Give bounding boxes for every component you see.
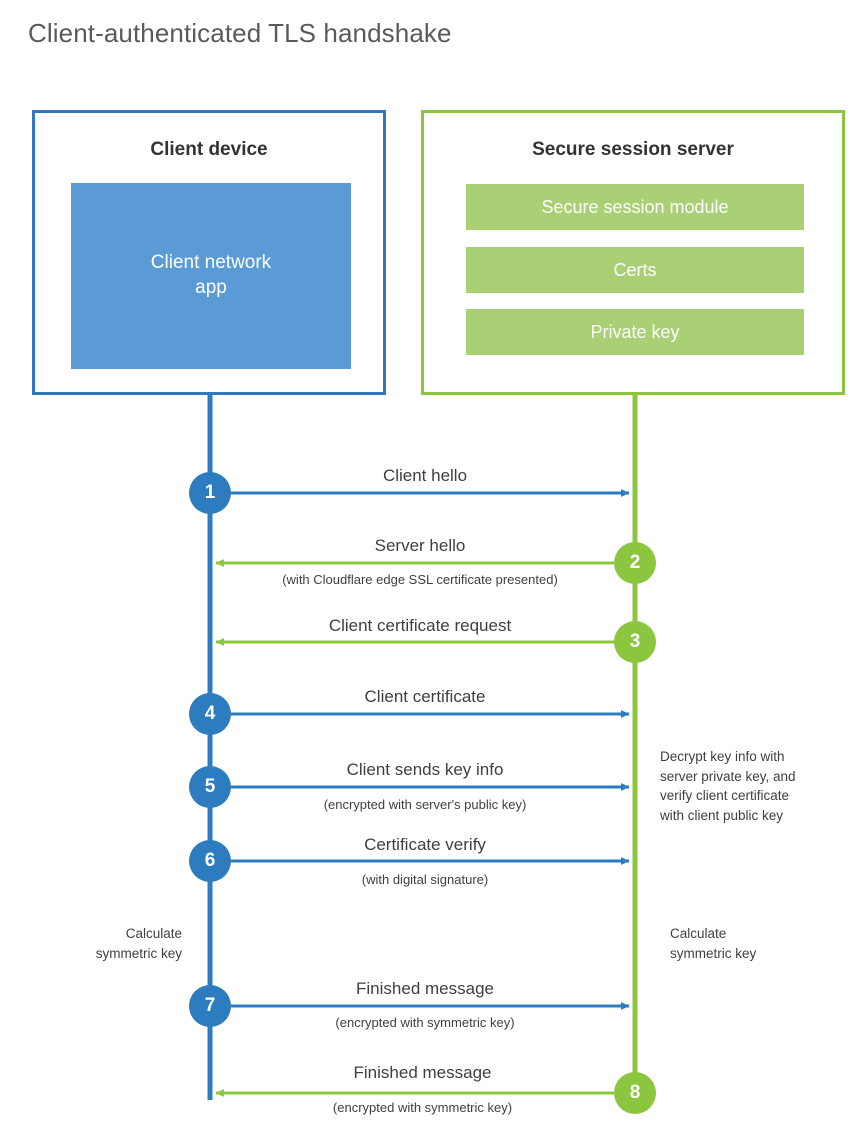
client-calculate-symmetric-key-note: Calculate symmetric key [10, 924, 182, 963]
client-device-box: Client device Client network app [32, 110, 386, 395]
server-bar-private-key: Private key [466, 309, 804, 355]
client-app-label-line2: app [195, 277, 227, 298]
step-circle-5: 5 [189, 766, 231, 808]
server-decrypt-note-line3: verify client certificate [660, 788, 790, 804]
server-decrypt-note-line2: server private key, and [660, 768, 796, 784]
step-circle-4: 4 [189, 693, 231, 735]
server-bar-certs: Certs [466, 247, 804, 293]
step-circle-2: 2 [614, 542, 656, 584]
step-4-label: Client certificate [364, 687, 486, 706]
step-8-label: Finished message [353, 1063, 492, 1082]
client-calc-note-line2: symmetric key [95, 945, 182, 961]
server-decrypt-note: Decrypt key info with server private key… [660, 747, 850, 825]
step-7-label: Finished message [356, 979, 494, 998]
server-calc-note-line1: Calculate [670, 926, 727, 941]
step-7-sublabel: (encrypted with symmetric key) [335, 1015, 515, 1030]
step-2-sublabel: (with Cloudflare edge SSL certificate pr… [282, 572, 558, 587]
step-circle-1: 1 [189, 472, 231, 514]
step-circle-7: 7 [189, 985, 231, 1027]
secure-session-server-title: Secure session server [532, 139, 734, 160]
server-calc-note-line2: symmetric key [670, 945, 757, 961]
step-1-label: Client hello [382, 466, 468, 485]
step-3-label: Client certificate request [328, 616, 512, 635]
server-decrypt-note-line4: with client public key [660, 807, 784, 823]
page-title: Client-authenticated TLS handshake [28, 18, 452, 48]
step-circle-6: 6 [189, 840, 231, 882]
server-decrypt-note-line1: Decrypt key info with [660, 749, 785, 764]
step-5-label: Client sends key info [346, 760, 504, 779]
step-8-sublabel: (encrypted with symmetric key) [332, 1100, 513, 1115]
server-bar-secure-session-module: Secure session module [466, 184, 804, 230]
client-calc-note-line1: Calculate [125, 926, 182, 941]
step-circle-3: 3 [614, 621, 656, 663]
step-2-label: Server hello [374, 536, 466, 555]
step-6-label: Certificate verify [364, 835, 486, 854]
client-device-title: Client device [150, 139, 268, 160]
step-5-sublabel: (encrypted with server's public key) [323, 797, 527, 812]
step-6-sublabel: (with digital signature) [361, 872, 489, 887]
server-calculate-symmetric-key-note: Calculate symmetric key [670, 924, 850, 963]
client-network-app-block: Client network app [71, 183, 351, 369]
step-circle-8: 8 [614, 1072, 656, 1114]
secure-session-server-box: Secure session server Secure session mod… [421, 110, 845, 395]
client-app-label-line1: Client network [150, 252, 272, 274]
